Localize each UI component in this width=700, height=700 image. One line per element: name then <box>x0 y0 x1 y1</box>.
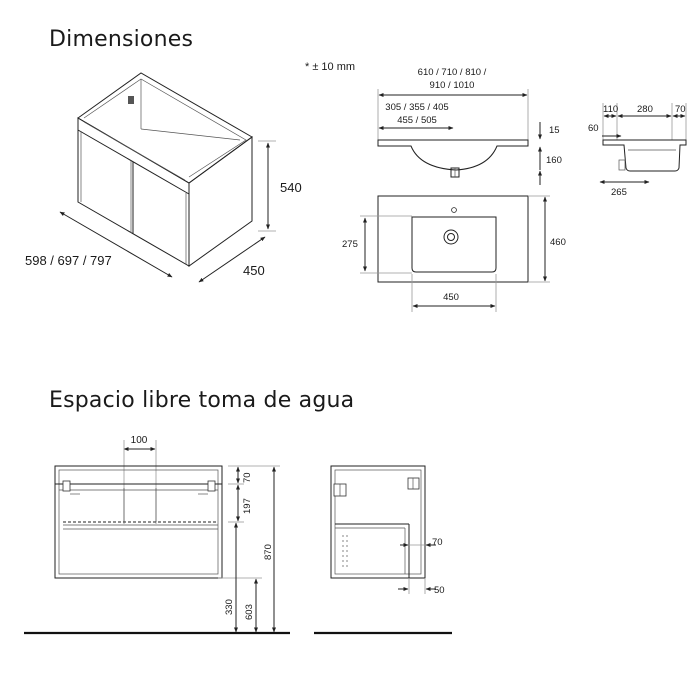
profile-dim-280: 280 <box>637 104 653 115</box>
top-thickness-label: 15 <box>549 125 560 136</box>
basin-plan-view: 275 460 450 <box>342 195 566 312</box>
pipe-spacing-label: 100 <box>131 435 148 446</box>
left-bracket <box>62 480 71 492</box>
drain-plan <box>443 229 459 245</box>
basin-profile-view: 110 280 70 60 265 <box>588 103 687 198</box>
profile-dim-70: 70 <box>675 104 686 115</box>
total-height-label: 870 <box>263 544 274 560</box>
plan-bowl-depth-label: 275 <box>342 239 358 250</box>
section-title-water-clearance: Espacio libre toma de agua <box>49 388 355 413</box>
overall-width-line1: 610 / 710 / 810 / <box>418 67 487 78</box>
drawer-recess-label: 70 <box>432 537 443 548</box>
section-title-dimensions: Dimensiones <box>49 27 194 52</box>
basin-section-outline <box>377 139 529 171</box>
cabinet-rim <box>83 78 247 178</box>
basin-plan-outline <box>377 195 529 283</box>
side-cabinet-outline <box>330 465 426 579</box>
cabinet-width-label: 598 / 697 / 797 <box>25 253 112 268</box>
profile-dim-60: 60 <box>588 123 599 134</box>
inner-width-line1: 305 / 355 / 405 <box>385 102 448 113</box>
cabinet-height-label: 540 <box>280 180 302 195</box>
side-right-bracket <box>407 477 420 490</box>
right-bracket <box>207 480 216 492</box>
shelf-height-label: 603 <box>244 604 255 620</box>
tolerance-note: * ± 10 mm <box>305 61 355 73</box>
inner-width-line2: 455 / 505 <box>397 115 437 126</box>
cabinet-depth-label: 450 <box>243 263 265 278</box>
front-elevation: 100 70 197 603 870 330 <box>24 435 290 635</box>
plan-bowl-width-label: 450 <box>443 292 459 303</box>
profile-outline <box>602 139 687 172</box>
basin-section-view: 610 / 710 / 810 / 910 / 1010 305 / 355 /… <box>377 67 562 185</box>
tap-hole <box>451 207 457 213</box>
front-cabinet-outline <box>54 465 223 579</box>
drawer-zone-label: 197 <box>242 498 253 514</box>
bowl-depth-section-label: 160 <box>546 155 562 166</box>
profile-dim-110: 110 <box>603 104 618 115</box>
bowl-plan <box>411 216 497 273</box>
top-gap-label: 70 <box>242 472 253 483</box>
side-elevation: 70 50 <box>314 465 452 635</box>
shelf-setback-label: 50 <box>434 585 445 596</box>
plan-overall-depth-label: 460 <box>550 237 566 248</box>
cabinet-isometric: 540 598 / 697 / 797 450 <box>25 72 302 283</box>
profile-overflow <box>618 159 626 171</box>
hinge-bracket <box>128 96 134 104</box>
profile-dim-265: 265 <box>611 187 627 198</box>
floor-to-pipe-label: 330 <box>224 599 235 615</box>
overall-width-line2: 910 / 1010 <box>430 80 475 91</box>
cabinet-side-face <box>188 136 253 267</box>
